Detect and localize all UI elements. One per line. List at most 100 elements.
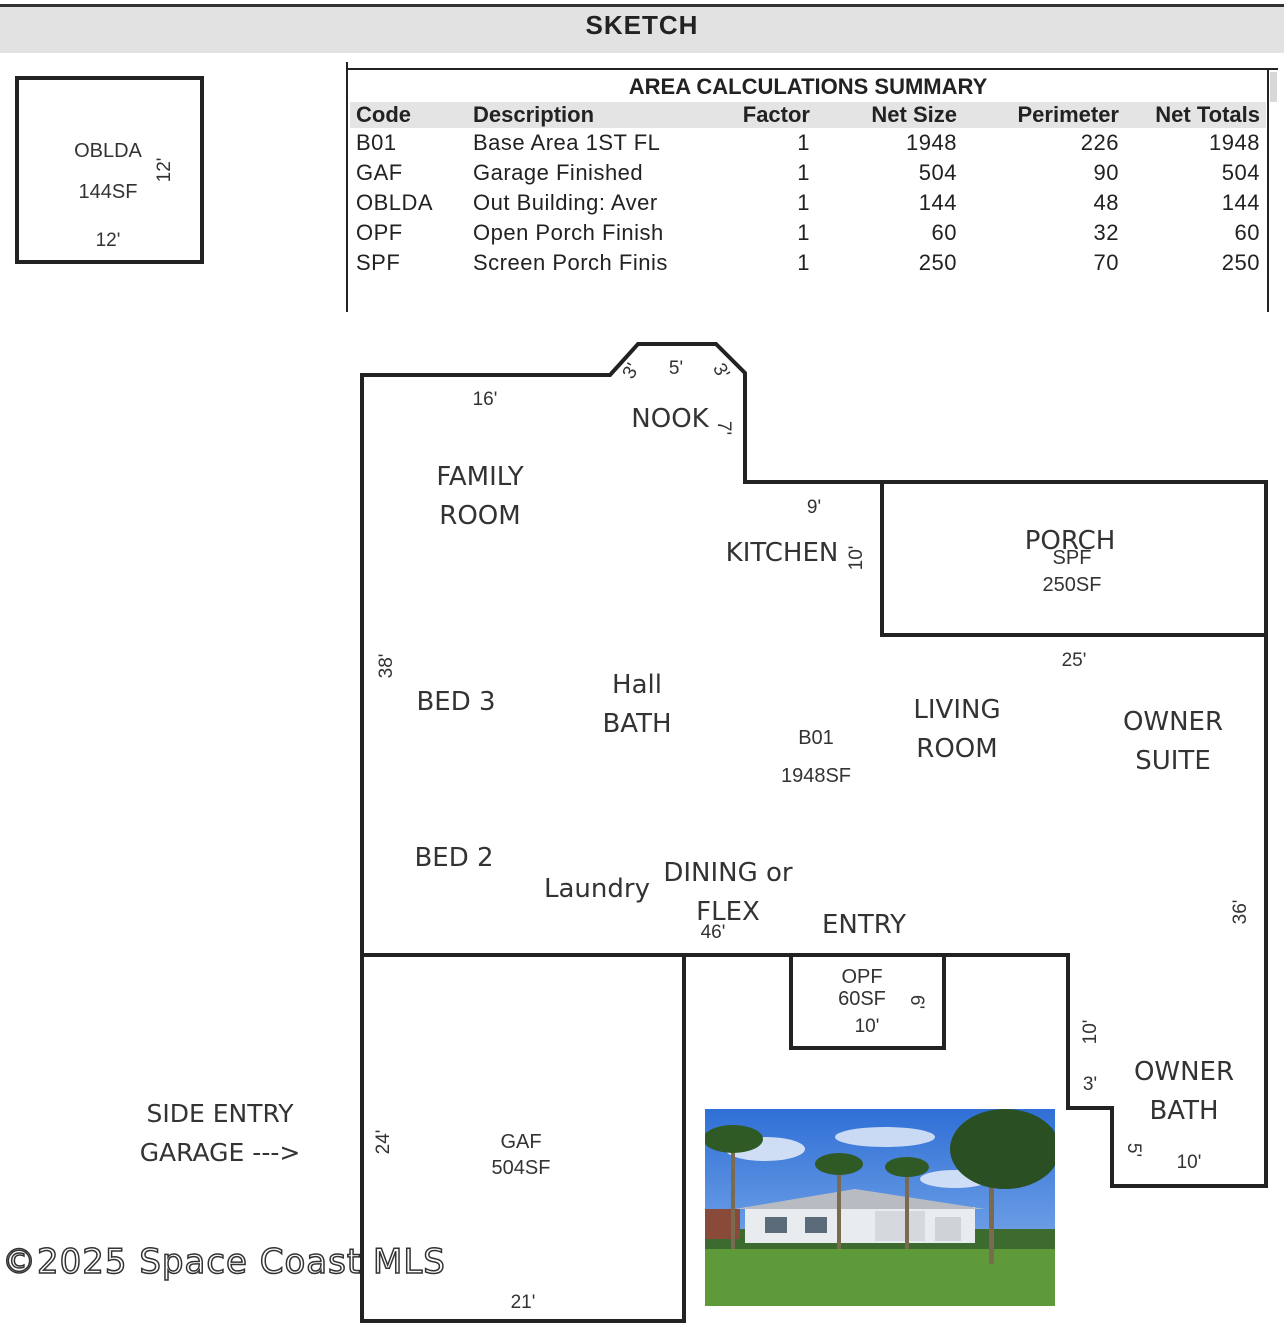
dim-nook-side: 7' — [713, 421, 734, 435]
cell-perimeter: 32 — [1093, 220, 1119, 245]
col-code: Code — [350, 102, 467, 128]
cell-factor: 1 — [797, 160, 810, 185]
dim-top-left: 16' — [473, 389, 498, 410]
watermark: ©2025 Space Coast MLS — [1, 1241, 446, 1283]
dim-kitchen-side: 10' — [846, 546, 867, 571]
cell-code: OPF — [356, 220, 403, 245]
dim-bath-step: 3' — [1083, 1074, 1097, 1095]
dim-base-bottom: 46' — [701, 922, 726, 943]
table-row: GAF Garage Finished 1 504 90 504 — [350, 158, 1266, 188]
cell-code: B01 — [356, 130, 397, 155]
room-dining-line1: DINING or — [663, 858, 793, 888]
house-photo-illustration — [705, 1109, 1055, 1306]
cell-net-size: 60 — [931, 220, 957, 245]
cell-net-total: 504 — [1221, 160, 1260, 185]
table-header-row: Code Description Factor Net Size Perimet… — [350, 102, 1266, 128]
dim-kitchen-top: 9' — [807, 497, 821, 518]
table-row: SPF Screen Porch Finis 1 250 70 250 — [350, 248, 1266, 278]
dim-nook-top: 5' — [669, 358, 683, 379]
cell-description: Screen Porch Finis — [473, 250, 668, 275]
room-entry: ENTRY — [822, 910, 906, 940]
garage-outline — [360, 953, 686, 1323]
cell-net-total: 250 — [1221, 250, 1260, 275]
col-perimeter: Perimeter — [963, 102, 1125, 128]
side-entry-line2: GARAGE ---> — [139, 1138, 301, 1167]
table-row: B01 Base Area 1ST FL 1 1948 226 1948 — [350, 128, 1266, 158]
dim-nook-right: 3' — [708, 360, 733, 383]
room-kitchen: KITCHEN — [726, 538, 839, 568]
col-net-totals: Net Totals — [1125, 102, 1266, 128]
table-row: OPF Open Porch Finish 1 60 32 60 — [350, 218, 1266, 248]
room-family-line2: ROOM — [439, 501, 520, 531]
area-b01-size: 1948SF — [781, 765, 851, 787]
outbuilding-dim-bottom: 12' — [96, 230, 121, 251]
outbuilding-outline — [15, 76, 204, 264]
summary-title: AREA CALCULATIONS SUMMARY — [628, 74, 988, 99]
cell-factor: 1 — [797, 250, 810, 275]
outbuilding-dim-side: 12' — [154, 158, 175, 183]
sketch-header-bar — [0, 4, 1284, 53]
room-porch: PORCH — [1025, 526, 1116, 556]
cell-net-total: 1948 — [1209, 130, 1260, 155]
dim-opf-bottom: 10' — [855, 1016, 880, 1037]
screen-porch-outline — [880, 480, 1268, 637]
dim-garage-bottom: 21' — [511, 1292, 536, 1313]
side-entry-line1: SIDE ENTRY — [146, 1099, 294, 1128]
col-description: Description — [467, 102, 709, 128]
room-owner-suite-line1: OWNER — [1123, 707, 1223, 737]
table-scrollbar[interactable] — [1270, 72, 1277, 102]
cell-net-size: 144 — [918, 190, 957, 215]
dim-bath-small: 5' — [1123, 1143, 1144, 1157]
col-net-size: Net Size — [816, 102, 963, 128]
dim-left-side: 38' — [376, 654, 397, 679]
area-spf-size: 250SF — [1043, 574, 1102, 596]
open-porch-outline — [789, 953, 946, 1050]
room-nook: NOOK — [631, 404, 709, 434]
cell-factor: 1 — [797, 190, 810, 215]
cell-net-total: 144 — [1221, 190, 1260, 215]
cell-net-size: 1948 — [906, 130, 957, 155]
room-living-line1: LIVING — [913, 695, 1000, 725]
outbuilding-area: 144SF — [79, 181, 138, 203]
room-bed2: BED 2 — [414, 843, 493, 873]
room-living-line2: ROOM — [916, 734, 997, 764]
dim-opf-side: 6' — [906, 995, 927, 1009]
area-gaf-size: 504SF — [492, 1157, 551, 1179]
cell-description: Base Area 1ST FL — [473, 130, 661, 155]
dim-garage-side: 24' — [373, 1130, 394, 1155]
dim-bath-bottom: 10' — [1177, 1152, 1202, 1173]
dim-porch-bottom: 25' — [1062, 650, 1087, 671]
room-bed3: BED 3 — [416, 687, 495, 717]
room-family-line1: FAMILY — [436, 462, 523, 492]
cell-factor: 1 — [797, 220, 810, 245]
cell-net-total: 60 — [1234, 220, 1260, 245]
cell-description: Open Porch Finish — [473, 220, 664, 245]
house-photo — [705, 1109, 1055, 1306]
room-hall-bath-line2: BATH — [602, 709, 671, 739]
cell-code: SPF — [356, 250, 401, 275]
area-spf-code: SPF — [1053, 547, 1092, 569]
outbuilding-code: OBLDA — [74, 140, 142, 162]
room-hall-bath-line1: Hall — [612, 670, 662, 700]
dim-bath-side: 10' — [1080, 1020, 1101, 1045]
room-dining-line2: FLEX — [696, 897, 760, 927]
cell-perimeter: 48 — [1093, 190, 1119, 215]
cell-perimeter: 226 — [1080, 130, 1119, 155]
area-opf-size: 60SF — [838, 988, 886, 1010]
room-owner-bath-line1: OWNER — [1134, 1057, 1234, 1087]
cell-perimeter: 90 — [1093, 160, 1119, 185]
room-owner-bath-line2: BATH — [1149, 1096, 1218, 1126]
cell-factor: 1 — [797, 130, 810, 155]
area-opf-code: OPF — [841, 966, 882, 988]
room-laundry: Laundry — [544, 874, 650, 904]
cell-net-size: 504 — [918, 160, 957, 185]
room-owner-suite-line2: SUITE — [1135, 746, 1211, 776]
dim-right-side: 36' — [1230, 900, 1251, 925]
area-b01-code: B01 — [798, 727, 834, 749]
cell-net-size: 250 — [918, 250, 957, 275]
col-factor: Factor — [709, 102, 816, 128]
area-gaf-code: GAF — [500, 1131, 541, 1153]
cell-code: OBLDA — [356, 190, 434, 215]
area-summary-table: Code Description Factor Net Size Perimet… — [350, 102, 1266, 278]
